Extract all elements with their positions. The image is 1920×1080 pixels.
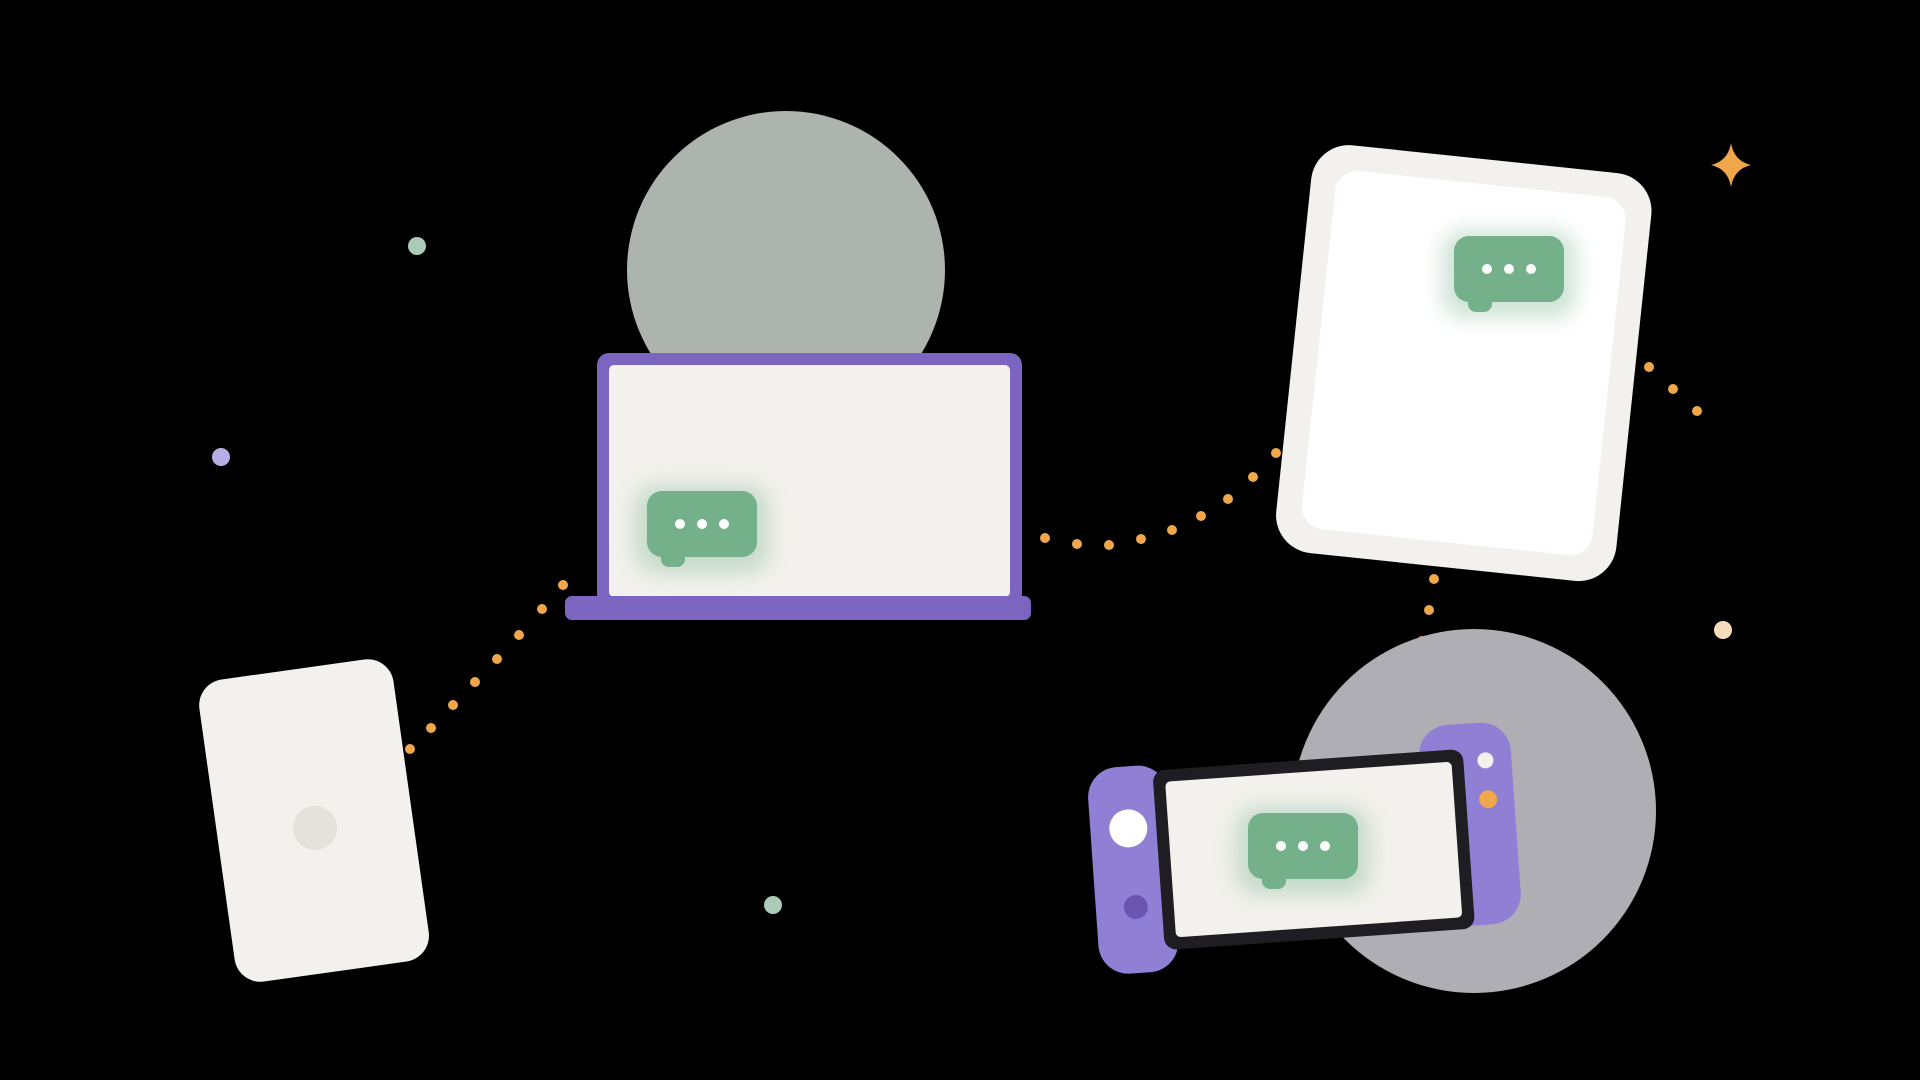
phone-device <box>199 659 429 982</box>
laptop-backdrop-circle <box>627 111 945 429</box>
console-chat-bubble-icon <box>1236 807 1370 895</box>
laptop-chat-bubble-icon <box>635 485 769 573</box>
tablet-chat-bubble-icon <box>1442 230 1576 318</box>
dot-mint <box>764 896 782 914</box>
connector-phone-laptop <box>405 580 568 754</box>
left-stick <box>1109 809 1148 848</box>
dot-sage <box>408 237 426 255</box>
tablet-device <box>1276 145 1652 582</box>
sparkle-icon <box>1711 143 1751 187</box>
dot-cream <box>1714 621 1732 639</box>
connector-laptop-tablet <box>1040 448 1281 550</box>
dot-lavender <box>212 448 230 466</box>
laptop-device <box>565 353 1031 620</box>
phone-home-button <box>293 805 338 850</box>
left-button <box>1123 895 1148 920</box>
laptop-base <box>565 596 1031 620</box>
handheld-console-device <box>1088 722 1521 974</box>
